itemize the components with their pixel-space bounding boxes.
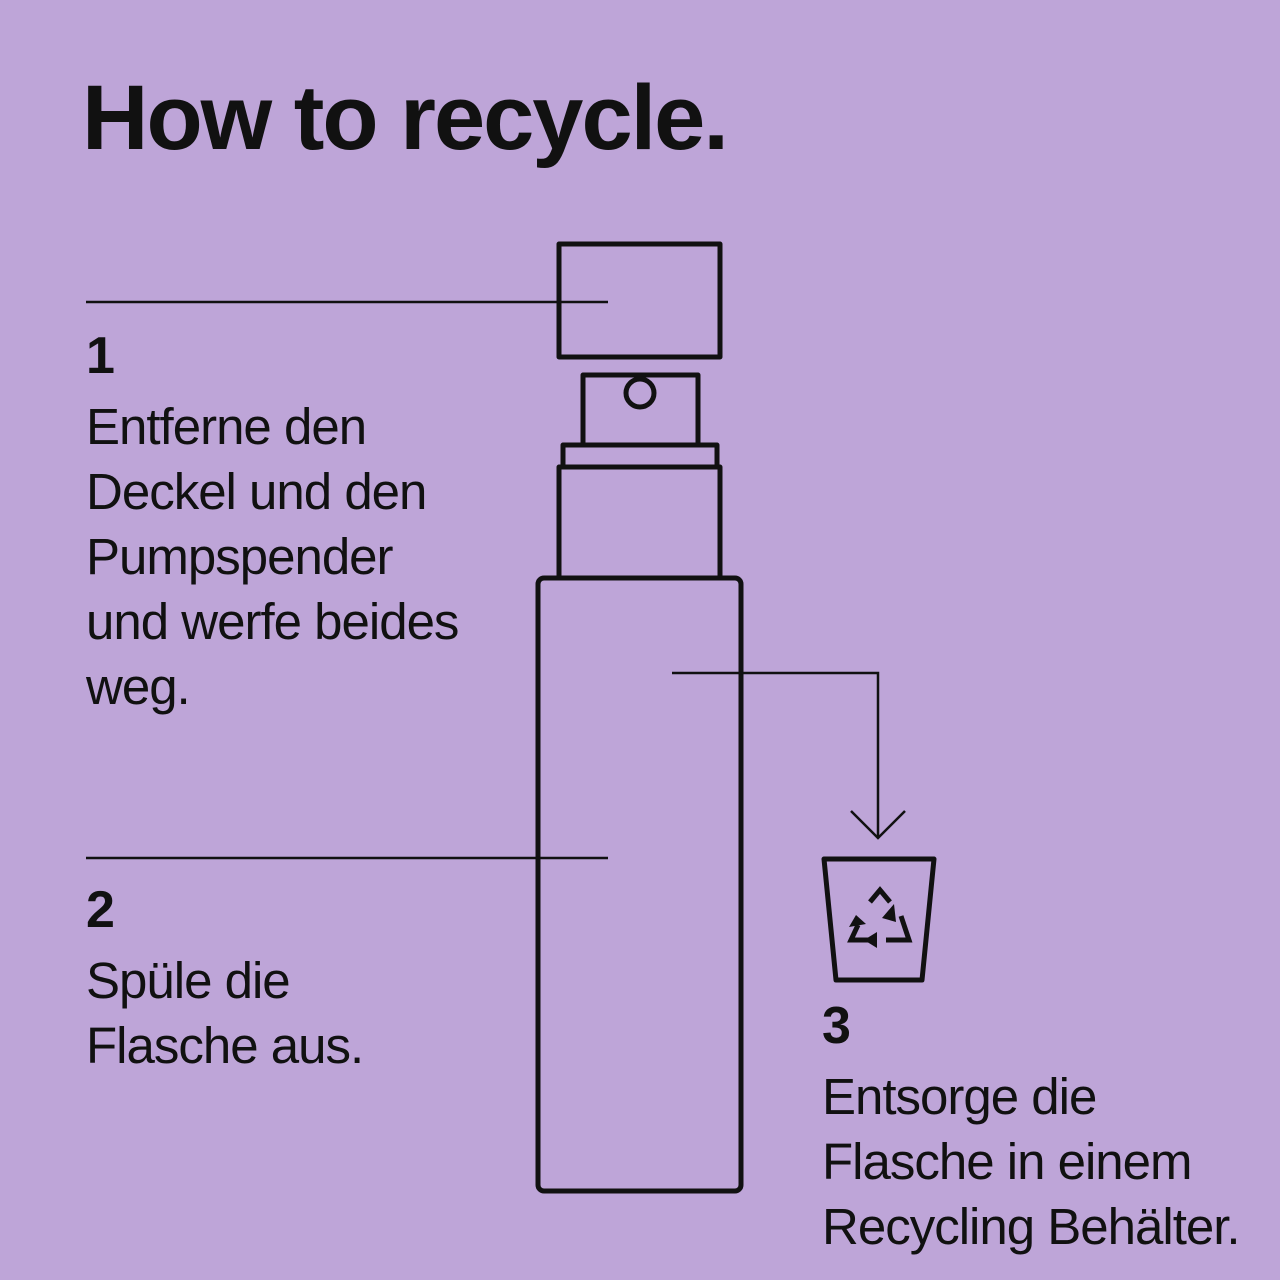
step-2: 2 Spüle die Flasche aus. (86, 884, 546, 1078)
step-text: Entsorge die Flasche in einem Recycling … (822, 1068, 1241, 1255)
step-text: Entferne den Deckel und den Pumpspender … (86, 398, 459, 715)
page-title: How to recycle. (82, 67, 729, 169)
bottle-cap (556, 241, 723, 360)
recycling-bin-icon (821, 856, 937, 983)
step-number: 2 (86, 881, 115, 939)
bottle-body (535, 575, 744, 1194)
step-number: 1 (86, 327, 115, 385)
step-text: Spüle die Flasche aus. (86, 952, 364, 1074)
bottle-neck (556, 464, 723, 581)
step-3: 3 Entsorge die Flasche in einem Recyclin… (822, 1000, 1278, 1259)
step-1: 1 Entferne den Deckel und den Pumpspende… (86, 330, 546, 719)
pump-collar (560, 442, 720, 470)
step-number: 3 (822, 997, 851, 1055)
nozzle-hole (623, 376, 657, 410)
arrow-down-icon (850, 810, 906, 840)
pump-nozzle (580, 372, 701, 448)
recycle-symbol-icon (847, 886, 913, 948)
connector-to-bin (672, 671, 880, 838)
